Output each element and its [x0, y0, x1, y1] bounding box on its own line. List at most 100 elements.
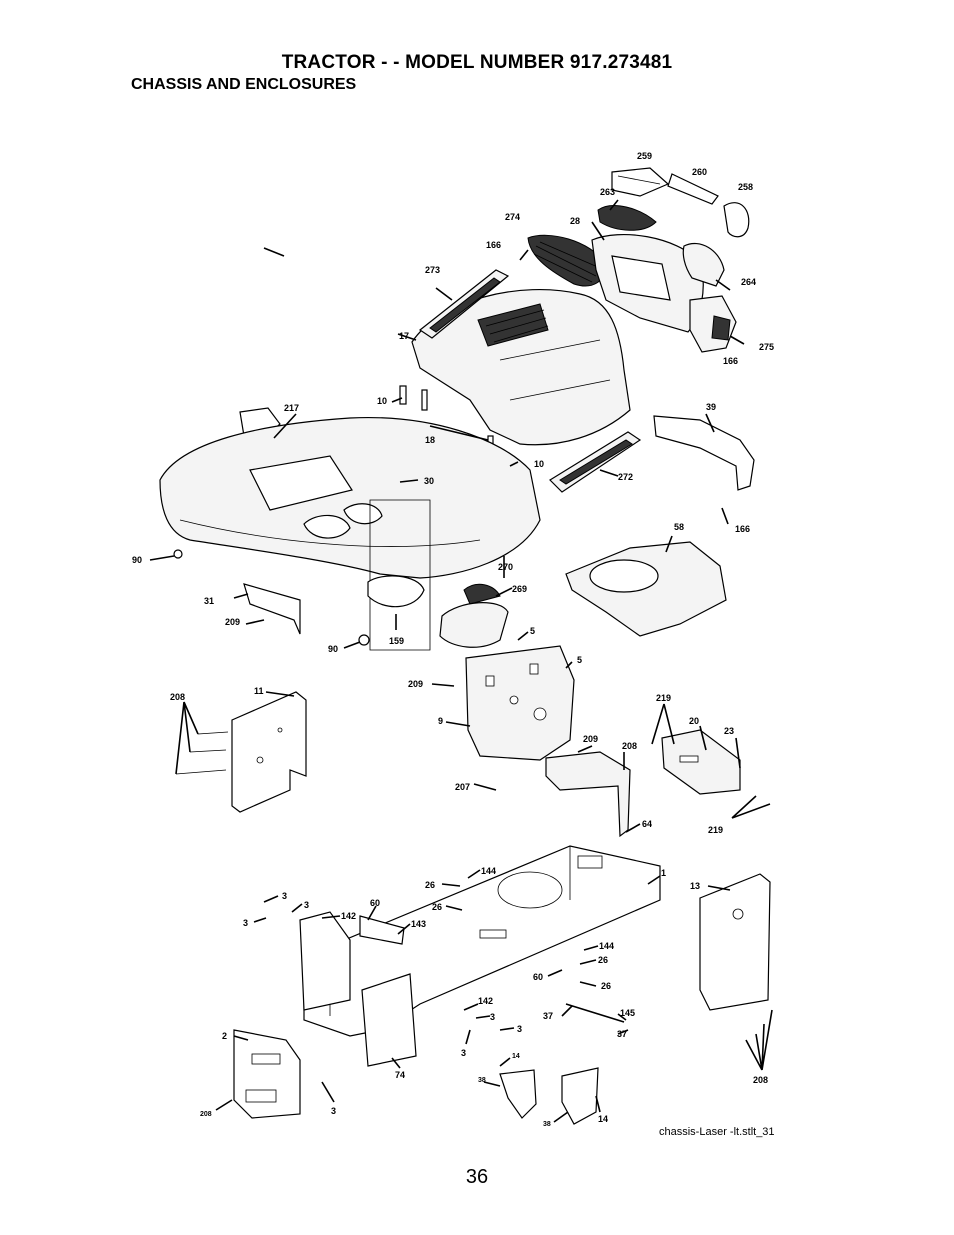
callout-10: 10: [534, 459, 544, 469]
callout-58: 58: [674, 522, 684, 532]
hood-frame-28: [591, 233, 704, 333]
callout-260: 260: [692, 167, 707, 177]
callout-275: 275: [759, 342, 774, 352]
hood-trim-259: [611, 167, 670, 197]
callout-144: 144: [599, 941, 614, 951]
callout-18: 18: [425, 435, 435, 445]
callout-3: 3: [304, 900, 309, 910]
callout-1: 1: [661, 868, 666, 878]
callout-39: 39: [706, 402, 716, 412]
callout-208: 208: [622, 741, 637, 751]
callout-3: 3: [331, 1106, 336, 1116]
callout-38: 38: [478, 1077, 486, 1084]
callout-264: 264: [741, 277, 756, 287]
callout-60: 60: [533, 972, 543, 982]
leader-lines: [149, 199, 773, 1123]
callout-14: 14: [598, 1114, 608, 1124]
side-plate-11: [231, 691, 307, 813]
callout-3: 3: [282, 891, 287, 901]
callout-3: 3: [490, 1012, 495, 1022]
section-title: CHASSIS AND ENCLOSURES: [131, 76, 357, 93]
callout-258: 258: [738, 182, 753, 192]
callout-17: 17: [399, 331, 409, 341]
grille-274: [527, 234, 607, 287]
callout-74: 74: [395, 1070, 405, 1080]
callout-37: 37: [543, 1011, 553, 1021]
plates-142-143: [299, 911, 405, 1011]
callout-labels: 259 260 258 263 28 274 166 273 264 17 27…: [132, 151, 774, 1128]
callout-273: 273: [425, 265, 440, 275]
callout-30: 30: [424, 476, 434, 486]
callout-5: 5: [577, 655, 582, 665]
callout-90: 90: [328, 644, 338, 654]
callout-272: 272: [618, 472, 633, 482]
callout-208: 208: [200, 1111, 212, 1118]
bracket-2: [233, 1029, 301, 1119]
callout-219: 219: [656, 693, 671, 703]
callout-31: 31: [204, 596, 214, 606]
callout-5: 5: [530, 626, 535, 636]
cupholder-159: [367, 575, 425, 608]
callout-142: 142: [478, 996, 493, 1006]
callout-142: 142: [341, 911, 356, 921]
drawing-caption: chassis-Laser -lt.stlt_31: [659, 1126, 775, 1138]
side-rail-272: [549, 431, 642, 493]
callout-166: 166: [735, 524, 750, 534]
page-title: TRACTOR - - MODEL NUMBER 917.273481: [281, 52, 673, 73]
callout-26: 26: [601, 981, 611, 991]
callout-3: 3: [243, 918, 248, 928]
side-panel-275: [689, 295, 737, 353]
callout-219: 219: [708, 825, 723, 835]
callout-23: 23: [724, 726, 734, 736]
bracket-39: [653, 415, 755, 491]
bracket-74: [361, 973, 417, 1067]
callout-259: 259: [637, 151, 652, 161]
callout-144: 144: [481, 866, 496, 876]
callout-38: 38: [543, 1121, 551, 1128]
callout-208: 208: [170, 692, 185, 702]
bolts-208-left: [175, 731, 229, 775]
side-rail-273: [418, 269, 510, 339]
callout-209: 209: [408, 679, 423, 689]
callout-209: 209: [583, 734, 598, 744]
rod-145: [565, 1003, 625, 1023]
bracket-31: [243, 583, 301, 635]
callout-13: 13: [690, 881, 700, 891]
plate-270: [369, 499, 431, 651]
callout-207: 207: [455, 782, 470, 792]
headlight-lens-258: [723, 202, 750, 238]
page-number: 36: [465, 1166, 489, 1188]
callout-10: 10: [377, 396, 387, 406]
callout-269: 269: [512, 584, 527, 594]
callout-208: 208: [753, 1075, 768, 1085]
callout-263: 263: [600, 187, 615, 197]
callout-20: 20: [689, 716, 699, 726]
callout-166: 166: [486, 240, 501, 250]
callout-209: 209: [225, 617, 240, 627]
hood-trim-260: [667, 173, 719, 205]
callout-3: 3: [517, 1024, 522, 1034]
callout-28: 28: [570, 216, 580, 226]
pan-58: [565, 541, 727, 637]
callout-26: 26: [432, 902, 442, 912]
bracket-64: [545, 751, 631, 838]
headlight-263: [597, 205, 657, 231]
fender-30: [159, 416, 541, 579]
callout-143: 143: [411, 919, 426, 929]
callout-9: 9: [438, 716, 443, 726]
callout-37: 37: [617, 1029, 627, 1039]
callout-270: 270: [498, 562, 513, 572]
callout-64: 64: [642, 819, 652, 829]
callout-2: 2: [222, 1031, 227, 1041]
callout-217: 217: [284, 403, 299, 413]
hood-17: [411, 288, 631, 446]
knob-269: [439, 583, 509, 648]
side-panel-264: [682, 242, 725, 287]
callout-11: 11: [254, 686, 264, 696]
nut-90: [173, 549, 370, 646]
callout-26: 26: [425, 880, 435, 890]
callout-26: 26: [598, 955, 608, 965]
callout-166: 166: [723, 356, 738, 366]
callout-145: 145: [620, 1008, 635, 1018]
